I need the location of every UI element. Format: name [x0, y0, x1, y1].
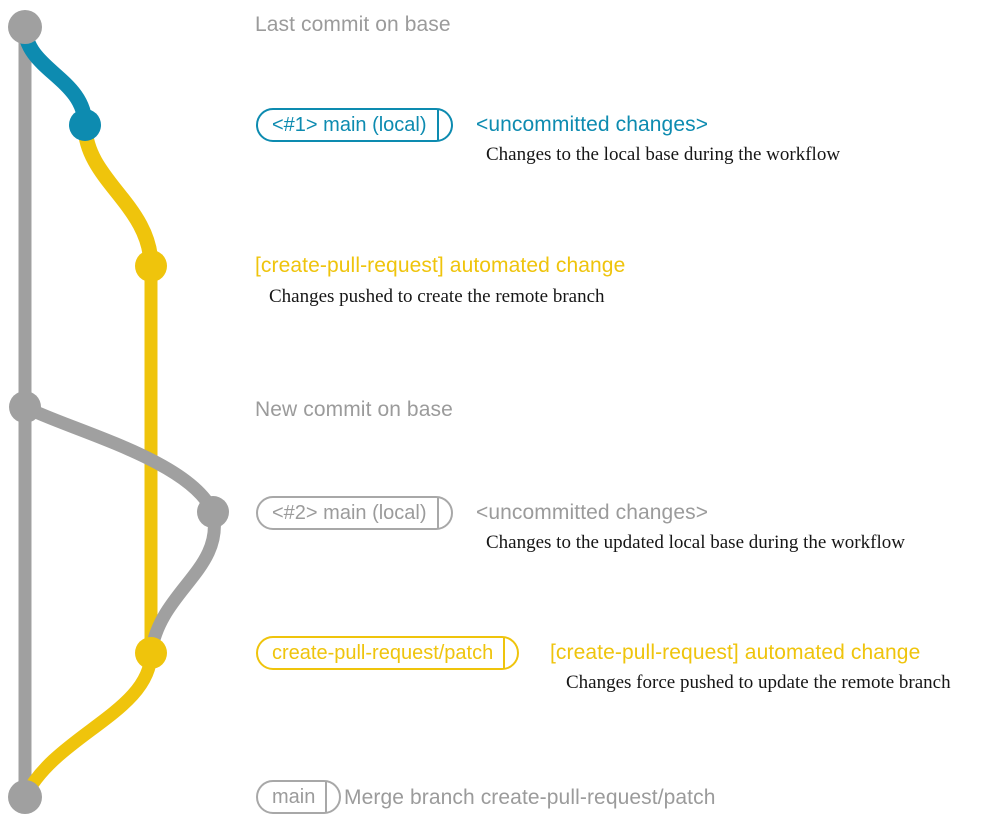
- badge-create-pull-request-patch[interactable]: create-pull-request/patch: [256, 636, 520, 670]
- badge-main[interactable]: main: [256, 780, 342, 814]
- row-automated-change-1: [create-pull-request] automated change C…: [0, 253, 981, 313]
- badge-main-local-1-label: <#1> main (local): [272, 114, 427, 136]
- commit-node-local-1[interactable]: [69, 109, 101, 141]
- row-local-change-1: <#1> main (local) <uncommitted changes> …: [0, 108, 981, 168]
- commit-node-base-1[interactable]: [8, 10, 42, 44]
- subtext-automated-change-2: Changes force pushed to update the remot…: [566, 672, 951, 693]
- headline-automated-change-2: [create-pull-request] automated change: [550, 641, 921, 664]
- badge-main-local-1[interactable]: <#1> main (local): [256, 108, 453, 142]
- commit-node-local-2[interactable]: [197, 496, 229, 528]
- commit-node-merge[interactable]: [8, 780, 42, 814]
- row-merge-commit: main Merge branch create-pull-request/pa…: [0, 780, 981, 820]
- commit-node-remote-2[interactable]: [135, 637, 167, 669]
- row-local-change-2: <#2> main (local) <uncommitted changes> …: [0, 496, 981, 556]
- subtext-local-change-1: Changes to the local base during the wor…: [486, 144, 841, 165]
- badge-create-pull-request-patch-label: create-pull-request/patch: [272, 642, 494, 664]
- row-automated-change-2: create-pull-request/patch [create-pull-r…: [0, 636, 981, 696]
- headline-uncommitted-changes-2: <uncommitted changes>: [476, 501, 709, 524]
- edge-base-2-to-local-2: [18, 400, 220, 519]
- edge-local-2-to-remote-2: [144, 505, 221, 660]
- headline-automated-change-1: [create-pull-request] automated change: [255, 254, 626, 277]
- badge-separator: [436, 110, 439, 140]
- badge-separator: [436, 498, 439, 528]
- badge-separator: [503, 638, 506, 668]
- subtext-automated-change-1: Changes pushed to create the remote bran…: [269, 286, 605, 307]
- badge-main-local-2-label: <#2> main (local): [272, 502, 427, 524]
- commit-node-remote-1[interactable]: [135, 250, 167, 282]
- headline-new-commit-on-base: New commit on base: [255, 398, 453, 421]
- headline-uncommitted-changes-1: <uncommitted changes>: [476, 113, 709, 136]
- badge-main-local-2[interactable]: <#2> main (local): [256, 496, 453, 530]
- badge-main-label: main: [272, 786, 316, 808]
- commit-graph: [8, 10, 229, 814]
- edge-local-1-to-remote-1: [77, 117, 159, 274]
- commit-node-base-2[interactable]: [9, 391, 41, 423]
- badge-separator: [325, 782, 328, 812]
- subtext-local-change-2: Changes to the updated local base during…: [486, 532, 905, 553]
- row-new-commit-on-base: New commit on base: [0, 397, 981, 427]
- row-last-commit-on-base: Last commit on base: [0, 12, 981, 42]
- edge-remote-2-to-merge: [18, 646, 158, 804]
- headline-last-commit-on-base: Last commit on base: [255, 13, 451, 36]
- headline-merge-commit: Merge branch create-pull-request/patch: [344, 786, 716, 809]
